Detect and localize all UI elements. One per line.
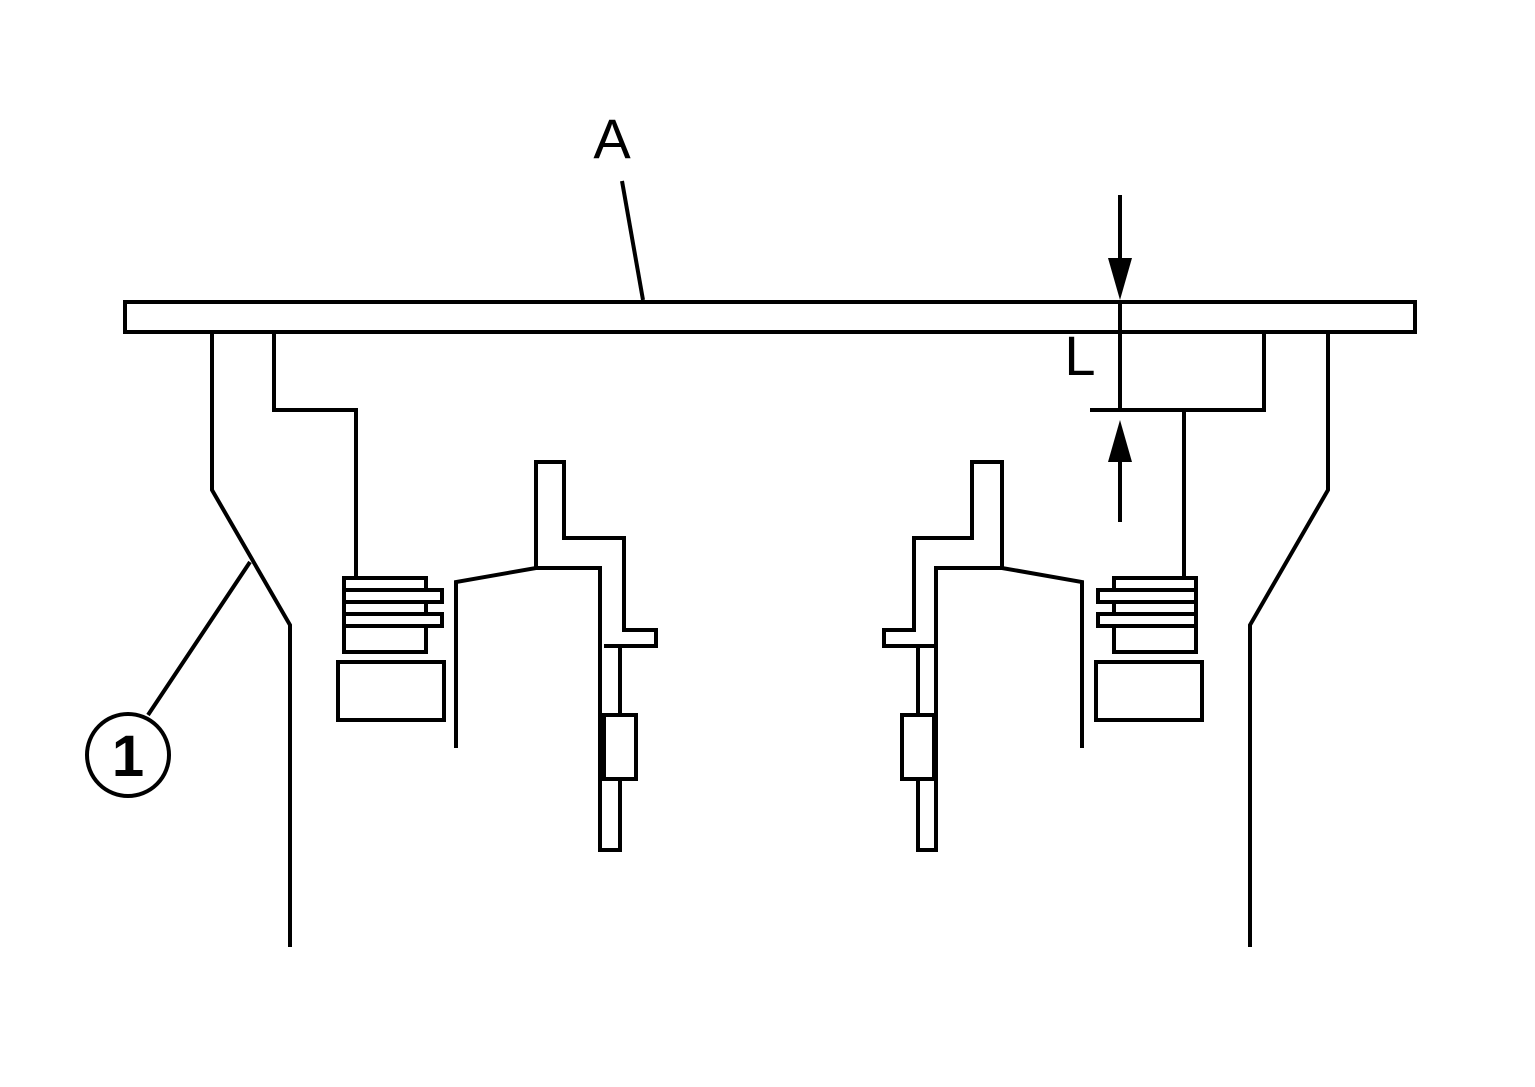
label-a-leader (620, 180, 645, 301)
spring-stack-left (336, 576, 446, 722)
label-a: A (593, 107, 631, 170)
hub-left (454, 566, 622, 852)
shaft-block-left (602, 713, 638, 781)
shaft-step-right (882, 460, 1004, 648)
callout-leader (146, 560, 252, 717)
label-l: L (1064, 324, 1095, 387)
bracket-right (1182, 332, 1266, 578)
plate-a (123, 300, 1417, 334)
callout-number: 1 (112, 724, 144, 789)
hub-right (916, 566, 1084, 852)
housing-right (1248, 332, 1330, 947)
dimension-l (1090, 195, 1184, 522)
shaft-step-left (534, 460, 658, 648)
housing-left (210, 332, 292, 947)
shaft-block-right (900, 713, 936, 781)
bracket-left (272, 332, 358, 578)
spring-stack-right (1094, 576, 1204, 722)
callout-circle (85, 712, 171, 798)
